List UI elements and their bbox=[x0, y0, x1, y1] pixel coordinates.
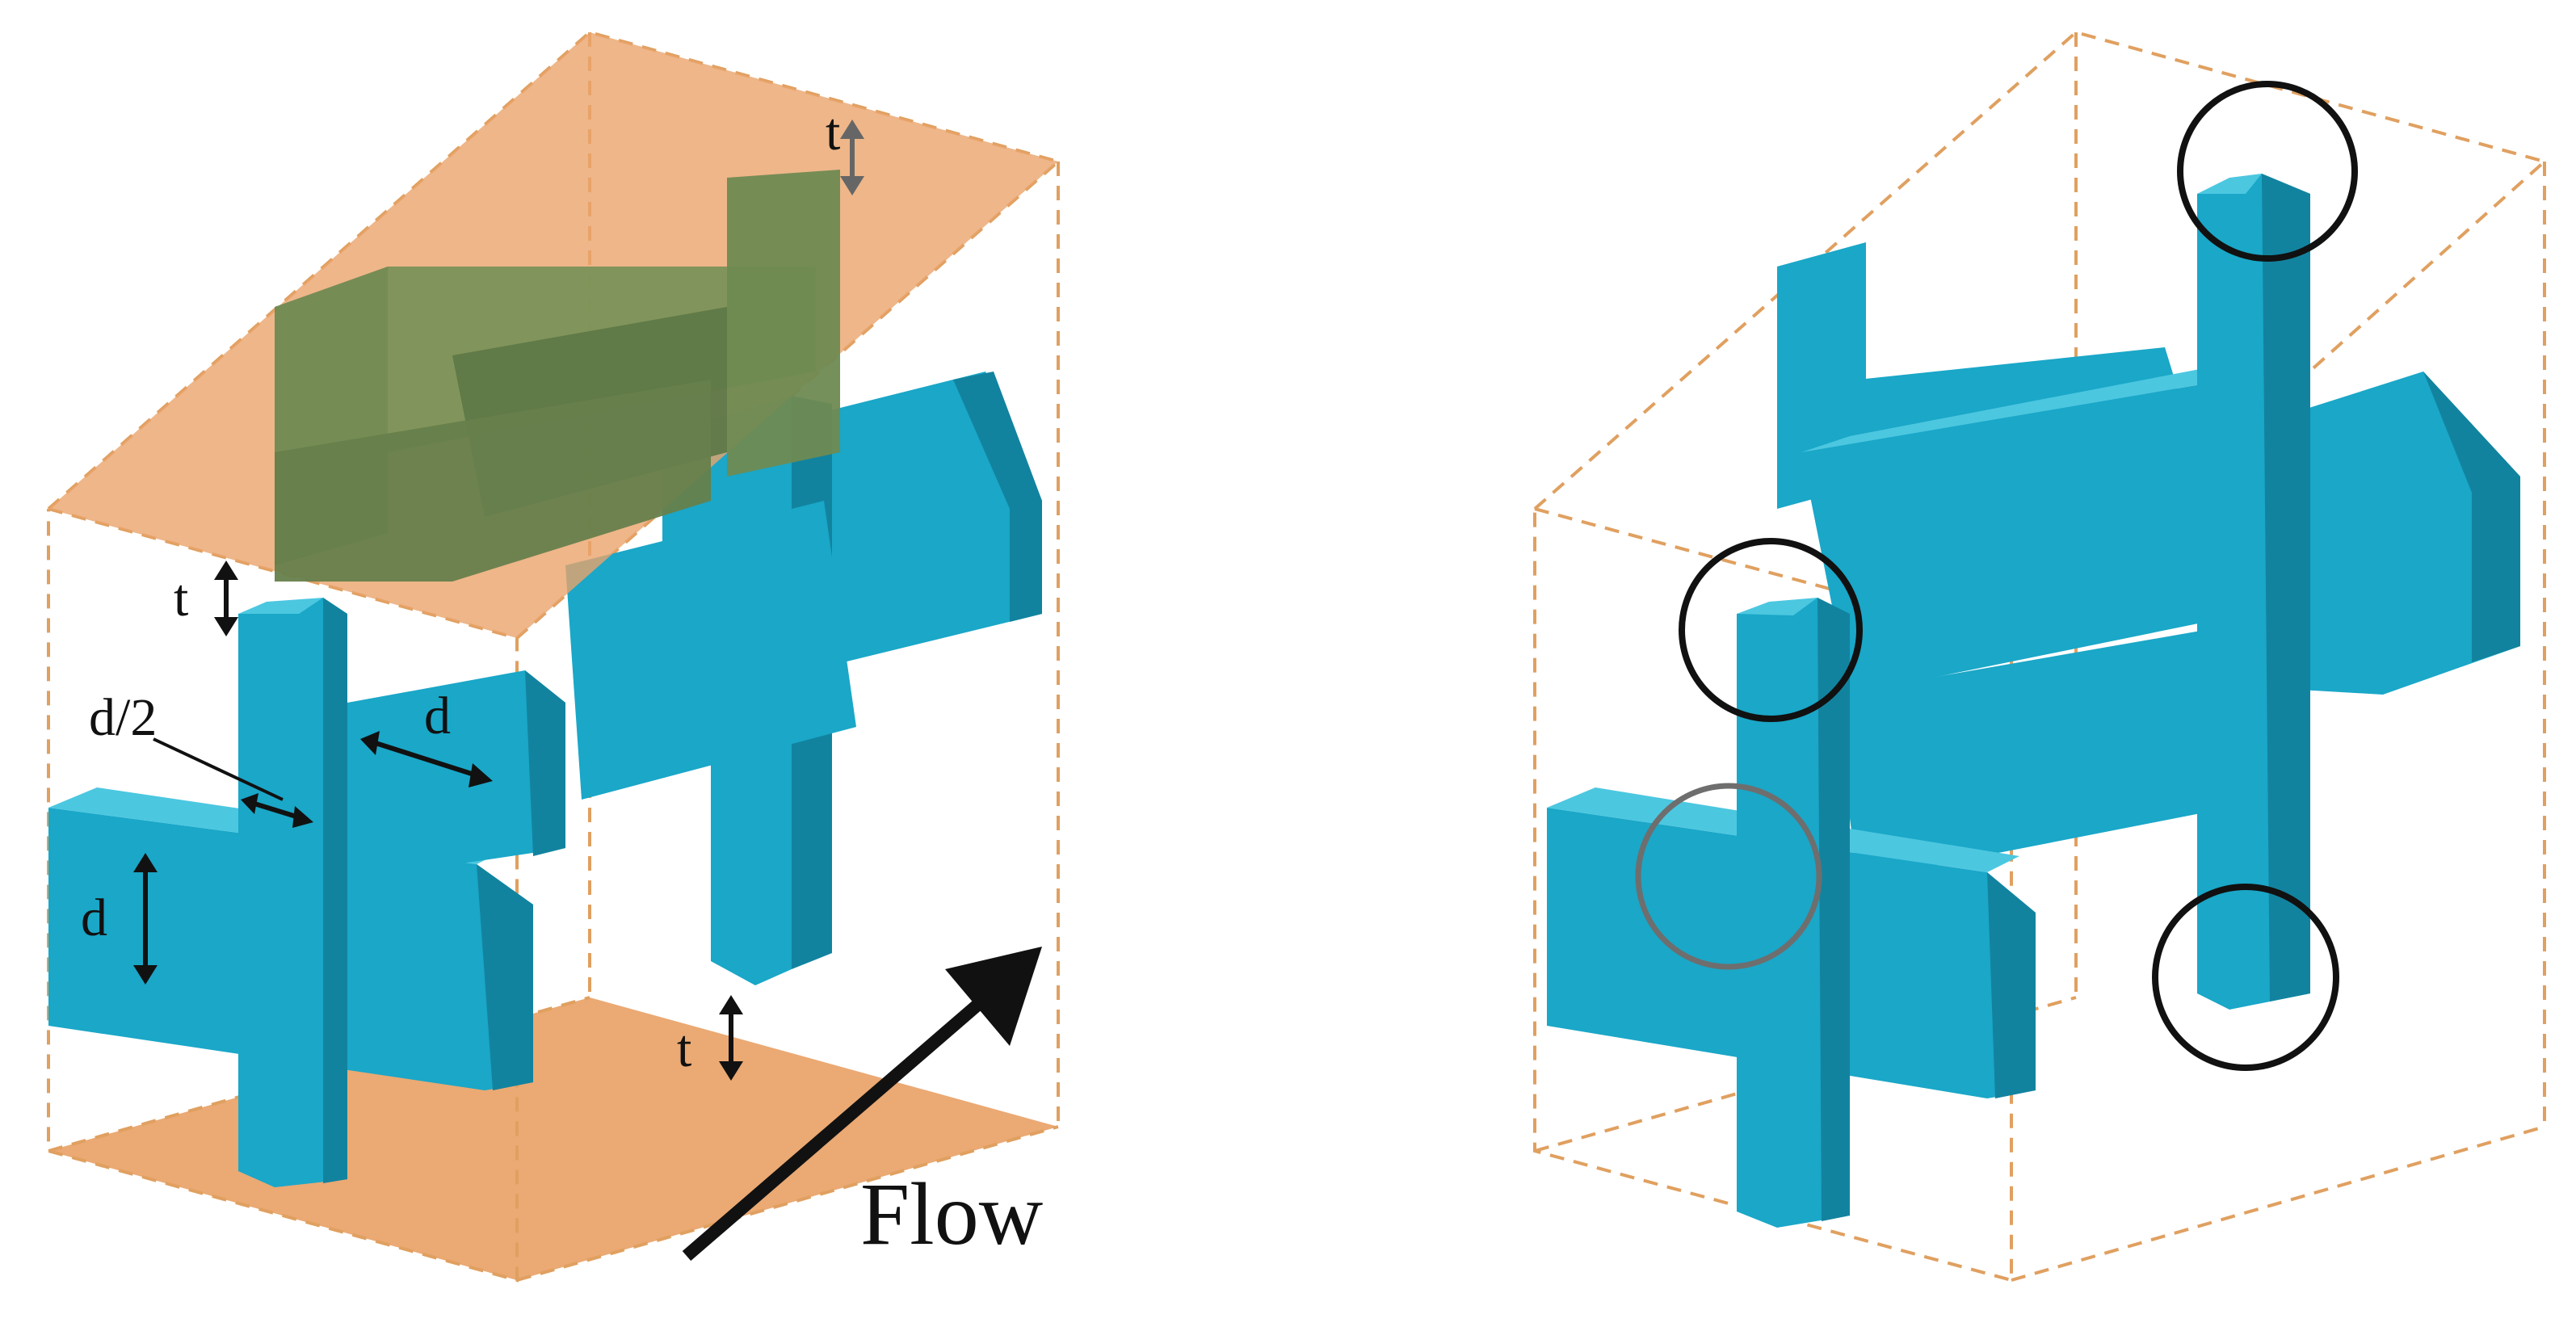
left-lattice bbox=[48, 372, 1042, 1187]
label-t-upper-left: t bbox=[174, 569, 188, 628]
label-t-bottom: t bbox=[677, 1019, 691, 1078]
highlight-circles bbox=[1635, 81, 2358, 1071]
flow-arrow bbox=[682, 947, 1042, 1262]
label-d-half: d/2 bbox=[89, 688, 157, 747]
top-overlap-structure bbox=[275, 170, 840, 582]
circle-top-post bbox=[2177, 81, 2358, 262]
label-t-top: t bbox=[826, 103, 840, 162]
left-panel: t t t d/2 d d Flow bbox=[47, 30, 1062, 1283]
circle-tall-post-bottom bbox=[2152, 884, 2339, 1071]
right-lattice bbox=[1547, 174, 2520, 1228]
right-back-plate bbox=[1801, 380, 2246, 695]
label-flow: Flow bbox=[860, 1165, 1043, 1263]
right-panel bbox=[1533, 30, 2549, 1283]
label-d-horizontal: d bbox=[424, 687, 451, 745]
label-d-vertical: d bbox=[81, 888, 107, 947]
circle-front-post-joint bbox=[1635, 783, 1822, 970]
circle-front-post-top bbox=[1679, 538, 1863, 722]
left-dimension-arrows bbox=[133, 120, 864, 1081]
bottom-plate bbox=[48, 997, 1058, 1280]
front-post bbox=[238, 598, 347, 1187]
